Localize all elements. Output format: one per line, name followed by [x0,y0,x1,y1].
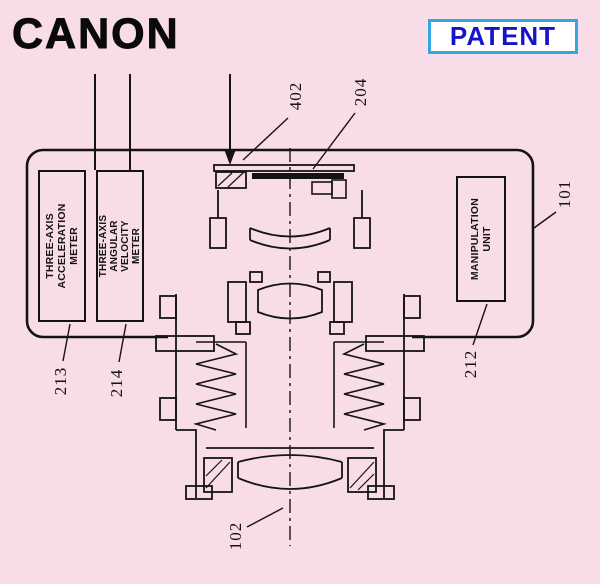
leader-402 [242,117,289,161]
ref-102: 102 [226,521,245,551]
leader-213 [62,323,71,362]
ref-402: 402 [286,81,305,111]
leader-214 [118,323,127,363]
lens-barrel [159,294,421,500]
image-sensor-bar [252,173,344,179]
leader-101 [533,211,557,229]
shutter-sensor-assembly [213,164,355,199]
manipulation-unit-label: MANIPULATION UNIT [468,197,493,281]
top-leader-lines [94,74,236,170]
reference-leader-lines [62,112,557,528]
ref-212: 212 [461,349,480,379]
ref-204: 204 [351,77,370,107]
middle-lens-group [227,271,353,335]
ref-213: 213 [51,366,70,396]
patent-badge: PATENT [428,19,578,54]
leader-204 [312,112,356,170]
down-arrow-icon [224,149,236,165]
manipulation-unit-box: MANIPULATION UNIT [456,176,506,302]
barrel-springs [192,343,388,431]
canon-logo: CANON [12,10,180,59]
angular-velocity-meter-box: THREE-AXIS ANGULAR VELOCITY METER [96,170,144,322]
acceleration-meter-label: THREE-AXIS ACCELERATION METER [43,203,81,289]
ref-101: 101 [555,179,574,209]
leader-102 [246,507,284,528]
acceleration-meter-box: THREE-AXIS ACCELERATION METER [38,170,86,322]
drawing-strokes [25,74,557,546]
leader-212 [472,303,488,346]
angular-velocity-meter-label: THREE-AXIS ANGULAR VELOCITY METER [98,214,142,278]
front-lens-group [203,447,377,493]
ref-214: 214 [107,368,126,398]
